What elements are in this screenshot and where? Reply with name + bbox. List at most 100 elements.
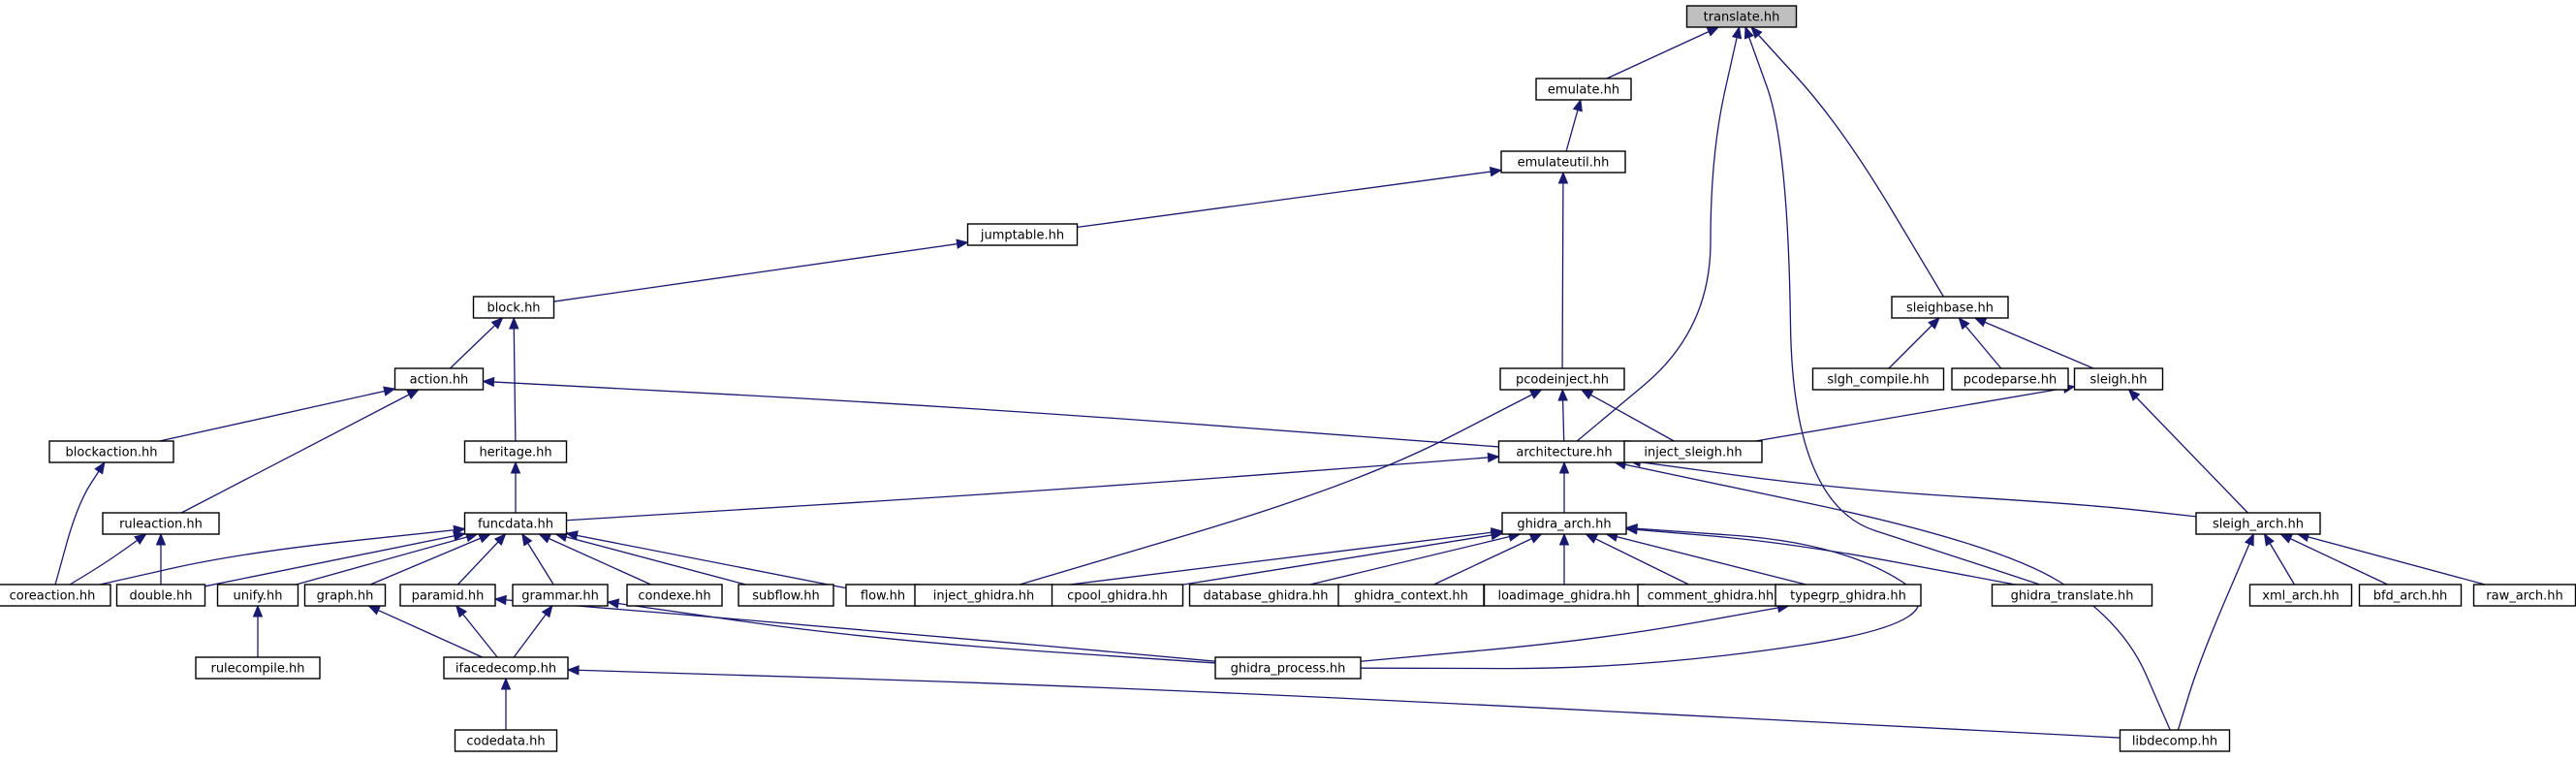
node-comment-ghidra[interactable]: comment_ghidra.hh	[1637, 584, 1784, 607]
arrowhead-funcdata	[493, 533, 507, 546]
node-flow[interactable]: flow.hh	[845, 584, 921, 607]
node-ruleaction[interactable]: ruleaction.hh	[102, 512, 220, 535]
node-box	[1891, 296, 2009, 319]
node-label: ghidra_context.hh	[1354, 589, 1468, 604]
node-label: paramid.hh	[412, 589, 485, 604]
arrowhead-block	[509, 316, 519, 330]
edge-cpool_ghidra-includes-ghidra_arch	[1182, 532, 1503, 586]
node-cpool-ghidra[interactable]: cpool_ghidra.hh	[1051, 584, 1184, 607]
node-label: jumptable.hh	[980, 229, 1064, 243]
node-double[interactable]: double.hh	[115, 584, 206, 607]
node-label: graph.hh	[317, 589, 374, 604]
node-paramid[interactable]: paramid.hh	[399, 584, 496, 607]
node-sleigh[interactable]: sleigh.hh	[2073, 367, 2164, 391]
arrowhead-emulateutil	[1557, 171, 1569, 184]
node-block[interactable]: block.hh	[472, 296, 555, 319]
node-pcodeinject[interactable]: pcodeinject.hh	[1499, 367, 1625, 391]
node-label: bfd_arch.hh	[2373, 589, 2448, 604]
node-subflow[interactable]: subflow.hh	[738, 584, 834, 607]
node-sleighbase[interactable]: sleighbase.hh	[1891, 296, 2009, 319]
node-bfd-arch[interactable]: bfd_arch.hh	[2358, 584, 2463, 607]
node-pcodeparse[interactable]: pcodeparse.hh	[1951, 367, 2069, 391]
arrowhead-sleighbase	[1928, 317, 1940, 330]
edge-sleigh_arch-includes-sleigh	[2128, 389, 2248, 514]
node-action[interactable]: action.hh	[393, 367, 485, 391]
arrowhead-sleigh	[2127, 389, 2141, 401]
node-label: pcodeinject.hh	[1516, 373, 1609, 388]
node-label: action.hh	[410, 373, 469, 388]
arrowhead-sleighbase	[1958, 316, 1970, 331]
node-sleigh-arch[interactable]: sleigh_arch.hh	[2195, 512, 2321, 535]
node-loadimage-ghidra[interactable]: loadimage_ghidra.hh	[1483, 584, 1646, 607]
node-inject-sleigh[interactable]: inject_sleigh.hh	[1623, 440, 1763, 463]
node-database-ghidra[interactable]: database_ghidra.hh	[1188, 584, 1343, 607]
node-funcdata[interactable]: funcdata.hh	[463, 512, 568, 535]
node-box	[443, 656, 569, 680]
node-box	[48, 440, 174, 463]
node-ghidra-context[interactable]: ghidra_context.hh	[1337, 584, 1485, 607]
arrowhead-heritage	[510, 460, 521, 474]
node-box	[2119, 729, 2231, 752]
node-ghidra-translate[interactable]: ghidra_translate.hh	[1991, 584, 2153, 607]
arrowhead-funcdata	[565, 530, 579, 541]
node-heritage[interactable]: heritage.hh	[463, 440, 568, 463]
node-jumptable[interactable]: jumptable.hh	[966, 223, 1079, 246]
edge-ghidra_process-includes-paramid	[494, 598, 1216, 662]
edge-condexe-includes-funcdata	[539, 533, 651, 586]
node-graph[interactable]: graph.hh	[303, 584, 387, 607]
node-translate[interactable]: translate.hh	[1685, 5, 1798, 28]
node-raw-arch[interactable]: raw_arch.hh	[2472, 584, 2576, 607]
node-slgh-compile[interactable]: slgh_compile.hh	[1811, 367, 1945, 391]
node-label: architecture.hh	[1516, 446, 1612, 460]
node-inject-ghidra[interactable]: inject_ghidra.hh	[914, 584, 1053, 607]
arrowhead-block	[490, 317, 504, 330]
arrowhead-sleigh_arch	[2279, 533, 2293, 544]
edge-libdecomp-includes-ifacedecomp	[567, 669, 2120, 739]
arrowhead-unify	[252, 604, 264, 618]
node-architecture[interactable]: architecture.hh	[1497, 440, 1631, 463]
node-box	[1214, 656, 1362, 680]
node-libdecomp[interactable]: libdecomp.hh	[2119, 729, 2231, 752]
node-label: sleighbase.hh	[1906, 301, 1994, 316]
arrowhead-ghidra_arch	[1585, 533, 1599, 544]
node-emulate[interactable]: emulate.hh	[1535, 78, 1632, 101]
node-condexe[interactable]: condexe.hh	[626, 584, 723, 607]
arrowhead-translate	[1731, 25, 1743, 40]
edge-funcdata-includes-architecture	[566, 456, 1499, 522]
arrowhead-action	[406, 389, 420, 399]
node-box	[626, 584, 723, 607]
node-label: grammar.hh	[521, 589, 599, 604]
arrowhead-ghidra_arch	[1558, 532, 1570, 546]
node-box	[115, 584, 206, 607]
node-xml-arch[interactable]: xml_arch.hh	[2248, 584, 2353, 607]
node-ghidra-process[interactable]: ghidra_process.hh	[1214, 656, 1362, 680]
arrowhead-blockaction	[94, 460, 106, 475]
node-rulecompile[interactable]: rulecompile.hh	[195, 656, 321, 680]
edge-inject_sleigh-includes-pcodeinject	[1581, 389, 1675, 442]
edge-comment_ghidra-includes-ghidra_arch	[1586, 533, 1689, 586]
node-coreaction[interactable]: coreaction.hh	[0, 584, 111, 607]
node-ghidra-arch[interactable]: ghidra_arch.hh	[1501, 512, 1627, 535]
arrowhead-architecture	[1487, 452, 1500, 463]
node-ifacedecomp[interactable]: ifacedecomp.hh	[443, 656, 569, 680]
node-box	[2248, 584, 2353, 607]
arrowhead-pcodeinject	[1580, 389, 1594, 400]
node-unify[interactable]: unify.hh	[216, 584, 299, 607]
arrowhead-funcdata	[478, 533, 492, 544]
node-layer: translate.hh emulate.hh emulateutil.hh jump…	[0, 5, 2576, 752]
edge-ghidra_translate-includes-ghidra_arch	[1625, 527, 2016, 586]
node-typegrp-ghidra[interactable]: typegrp_ghidra.hh	[1775, 584, 1922, 607]
node-label: inject_ghidra.hh	[933, 589, 1034, 604]
node-codedata[interactable]: codedata.hh	[454, 729, 558, 752]
edge-emulate-includes-translate	[1606, 26, 1719, 79]
node-grammar[interactable]: grammar.hh	[512, 584, 609, 607]
arrowhead-translate	[1750, 26, 1763, 40]
node-emulateutil[interactable]: emulateutil.hh	[1500, 150, 1626, 174]
node-label: sleigh_arch.hh	[2213, 518, 2304, 532]
arrowhead-pcodeinject	[1528, 389, 1543, 399]
arrowhead-grammar	[541, 604, 553, 618]
node-label: blockaction.hh	[66, 446, 158, 460]
node-blockaction[interactable]: blockaction.hh	[48, 440, 174, 463]
arrowhead-ghidra_arch	[1528, 533, 1543, 544]
edge-ruleaction-includes-action	[180, 389, 420, 514]
